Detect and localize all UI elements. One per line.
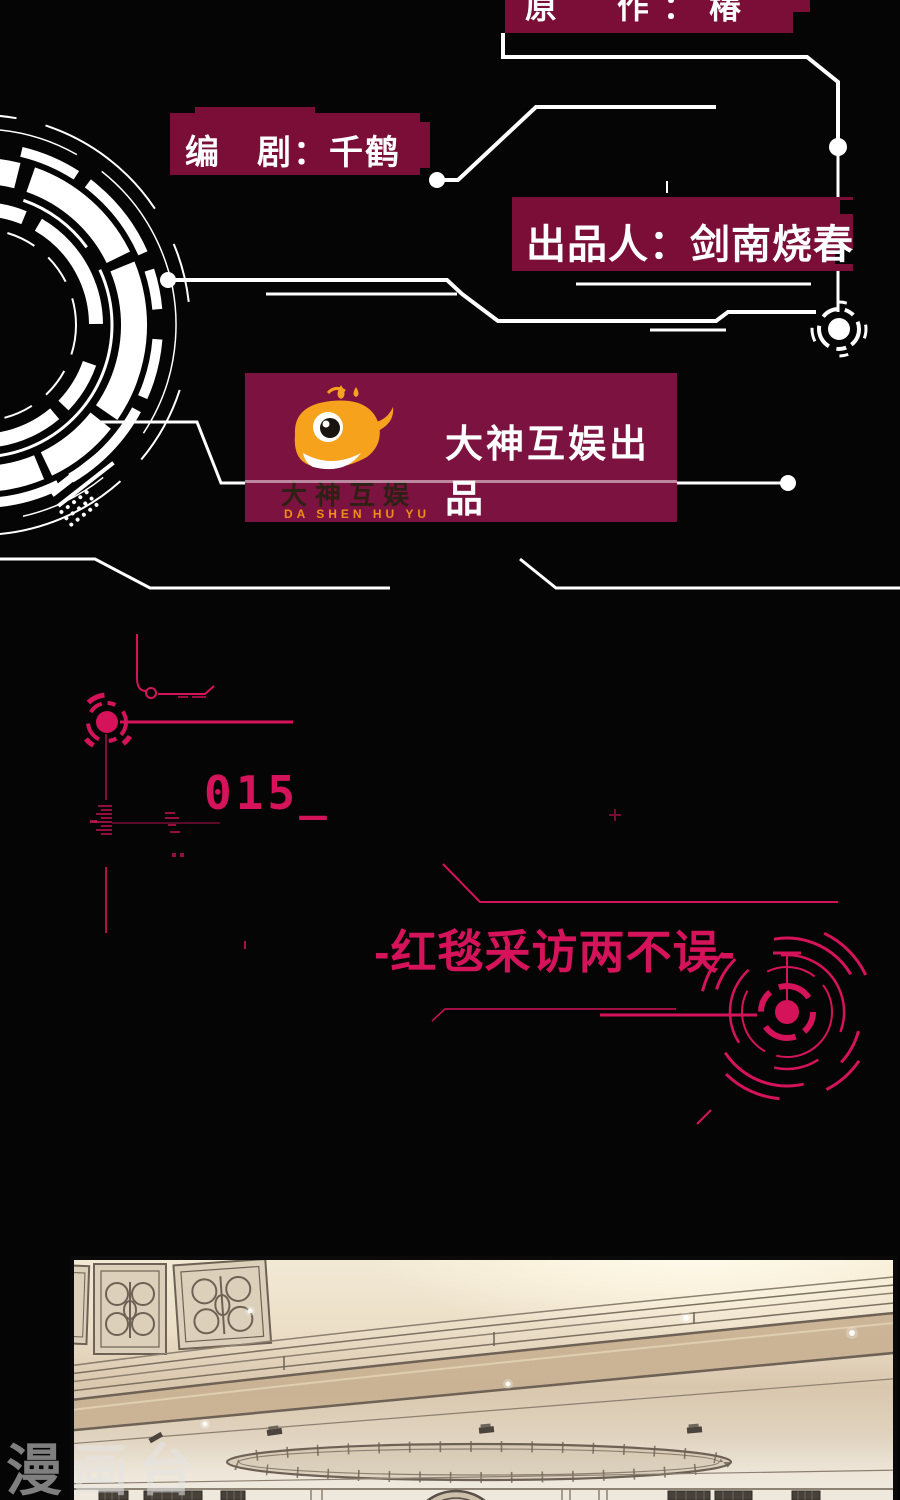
studio-name-cn: 大神互娱: [281, 480, 418, 510]
node-dot: [829, 138, 847, 156]
comic-panel: [70, 1256, 897, 1500]
studio-logo-box: 大神互娱 DA SHEN HU YU 大神互娱出品: [245, 373, 677, 522]
zigzag-right: [519, 557, 900, 590]
node-dot: [780, 475, 796, 491]
node-dot: [160, 272, 176, 288]
plus-cursor-icon: [609, 809, 621, 821]
screenwriter-credit: 编 剧：千鹤: [185, 134, 401, 172]
episode-title: -红毯采访两不误-: [374, 926, 736, 978]
target-node-icon: [810, 300, 868, 358]
site-watermark: 漫画台: [6, 1439, 204, 1500]
box-step: [793, 0, 810, 12]
ballroom-ceiling-art: [74, 1260, 893, 1500]
studio-name-en: DA SHEN HU YU: [284, 507, 431, 521]
target-node-center: [828, 318, 850, 340]
circuit-ring-icon: [0, 114, 191, 536]
node-dot: [429, 172, 445, 188]
sparkle-dots: [200, 1306, 858, 1429]
connector-top: [501, 33, 840, 139]
original-work-credit: 原 作：椿: [525, 0, 756, 25]
box-step: [420, 122, 430, 168]
zigzag-left: [0, 557, 390, 590]
credit-box-producer: 出品人：剑南烧春: [512, 197, 853, 271]
box-step: [779, 25, 793, 33]
connector-screenwriter: [444, 105, 716, 182]
box-notch: [840, 200, 853, 214]
credit-box-screenwriter: 编 剧：千鹤: [170, 107, 430, 175]
box-notch: [835, 250, 853, 264]
connector-mid: [175, 278, 816, 323]
spotlight-icons: [148, 1423, 703, 1444]
producer-credit: 出品人：剑南烧春: [526, 223, 854, 267]
stripe-line: [245, 480, 677, 483]
episode-number: 015_: [204, 766, 331, 820]
credit-box-original-work: 原 作：椿: [505, 0, 810, 33]
studio-production-label: 大神互娱出品: [445, 424, 651, 521]
box-step: [195, 107, 315, 113]
whale-mascot-icon: [294, 385, 394, 470]
